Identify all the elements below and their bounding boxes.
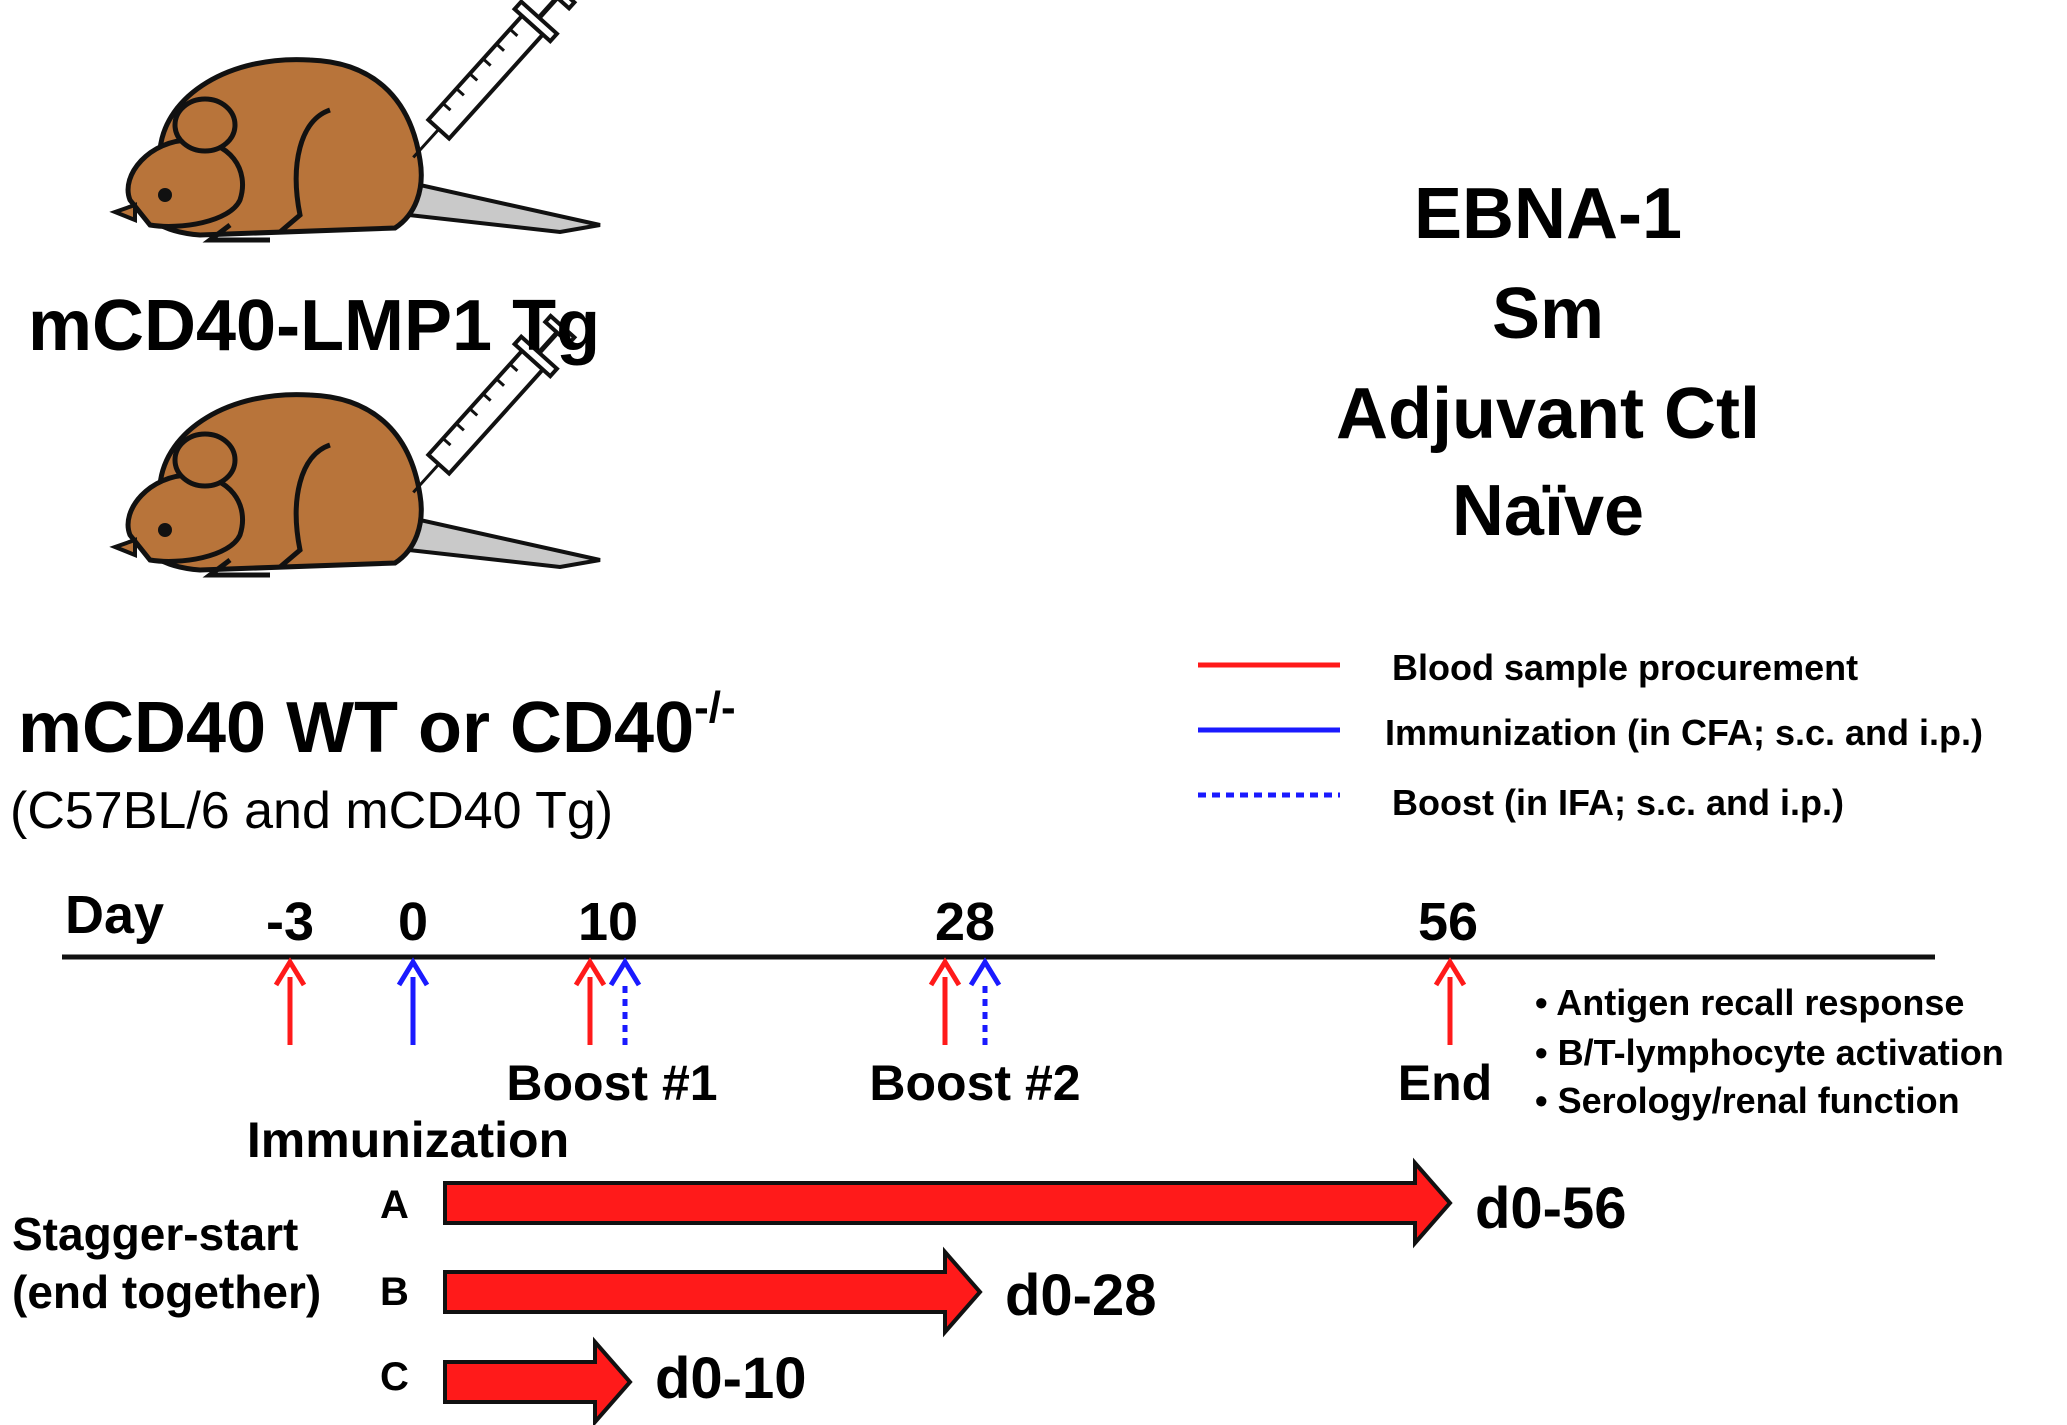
- blood-arrow-day-10: [573, 957, 607, 1045]
- stagger-arm-b-range: d0-28: [1005, 1263, 1157, 1328]
- event-boost2-label: Boost #2: [869, 1055, 1080, 1111]
- mouse-tg-illustration: [115, 0, 600, 240]
- stagger-arm-c-range: d0-10: [655, 1346, 807, 1411]
- stagger-arm-b: B d0-28: [380, 1246, 1157, 1338]
- stagger-label-line1: Stagger-start: [12, 1208, 298, 1260]
- legend: Blood sample procurement Immunization (i…: [1198, 647, 1983, 823]
- immunization-arrow-day-0: [396, 957, 430, 1045]
- stagger-arm-c-letter: C: [380, 1355, 409, 1399]
- legend-immunization-label: Immunization (in CFA; s.c. and i.p.): [1385, 712, 1983, 753]
- stagger-arm-c-bar: [443, 1336, 633, 1425]
- blood-arrow-day-minus3: [273, 957, 307, 1045]
- timeline-tick-minus3: -3: [266, 892, 314, 952]
- blood-arrow-day-56: [1433, 957, 1467, 1045]
- event-immunization-label: Immunization: [247, 1112, 569, 1168]
- group-wt-label-superscript: -/-: [694, 683, 736, 732]
- treatment-adjuvant-ctl: Adjuvant Ctl: [1336, 374, 1760, 454]
- stagger-arm-a-range: d0-56: [1475, 1176, 1627, 1241]
- timeline-tick-10: 10: [578, 892, 638, 952]
- boost-arrow-1: [608, 957, 642, 1045]
- group-wt-label-main: mCD40 WT or CD40: [18, 688, 694, 768]
- stagger-arm-a: A d0-56: [380, 1157, 1627, 1249]
- event-boost1-label: Boost #1: [506, 1055, 717, 1111]
- outcome-serology: • Serology/renal function: [1535, 1080, 1960, 1121]
- timeline-tick-0: 0: [398, 892, 428, 952]
- group-tg-label: mCD40-LMP1 Tg: [28, 286, 600, 366]
- group-wt-sublabel: (C57BL/6 and mCD40 Tg): [10, 782, 613, 840]
- stagger-arm-a-bar: [443, 1157, 1453, 1249]
- outcomes-list: • Antigen recall response • B/T-lymphocy…: [1535, 982, 2004, 1121]
- timeline: Day -3 0 10 28 56: [62, 885, 1935, 1168]
- timeline-axis-label: Day: [65, 885, 164, 945]
- legend-blood-label: Blood sample procurement: [1392, 647, 1858, 688]
- stagger-arm-b-bar: [443, 1246, 983, 1338]
- outcome-antigen-recall: • Antigen recall response: [1535, 982, 1964, 1023]
- timeline-tick-56: 56: [1418, 892, 1478, 952]
- outcome-lymphocyte-activation: • B/T-lymphocyte activation: [1535, 1032, 2004, 1073]
- timeline-tick-28: 28: [935, 892, 995, 952]
- treatment-naive: Naïve: [1452, 471, 1644, 551]
- stagger-arm-a-letter: A: [380, 1183, 409, 1227]
- legend-boost-label: Boost (in IFA; s.c. and i.p.): [1392, 782, 1844, 823]
- treatment-sm: Sm: [1492, 274, 1604, 354]
- stagger-arm-b-letter: B: [380, 1270, 409, 1314]
- stagger-arm-c: C d0-10: [380, 1336, 807, 1425]
- stagger-label-line2: (end together): [12, 1266, 321, 1318]
- boost-arrow-2: [968, 957, 1002, 1045]
- event-end-label: End: [1398, 1055, 1492, 1111]
- blood-arrow-day-28: [928, 957, 962, 1045]
- treatment-ebna1: EBNA-1: [1414, 174, 1682, 254]
- group-wt-label: mCD40 WT or CD40-/-: [18, 683, 736, 768]
